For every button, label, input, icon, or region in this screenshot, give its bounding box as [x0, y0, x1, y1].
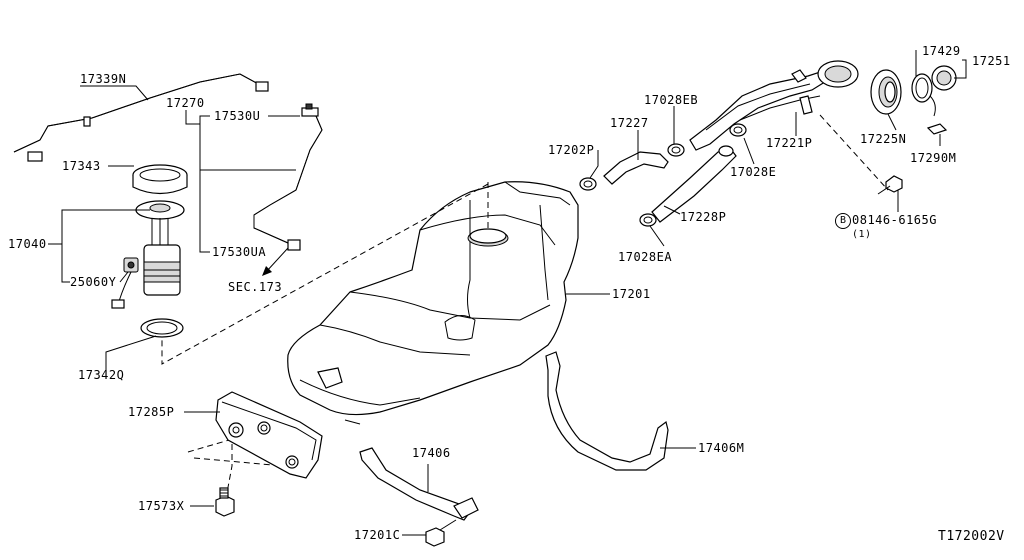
bolt-17201C [425, 519, 457, 547]
label-bolt-circle: B [835, 213, 851, 229]
hose-17228P [651, 145, 737, 223]
label-08146-6165G: 08146-6165G [852, 213, 937, 227]
label-17201: 17201 [612, 287, 651, 301]
clamp-17202P [579, 177, 597, 191]
filler-tube-17221P [689, 60, 859, 151]
strap-17406 [359, 447, 479, 521]
bolt-08146-6165G [877, 175, 903, 195]
clamp-17028EA [639, 213, 657, 227]
bolt-17573X [215, 487, 235, 517]
label-17028EA: 17028EA [618, 250, 673, 264]
diagram-id: T172002V [938, 529, 1005, 544]
clip-17290M [926, 123, 948, 135]
label-17225N: 17225N [860, 132, 907, 146]
leader-lines [48, 50, 967, 536]
tube-17339N [13, 73, 269, 162]
gasket-17342Q [140, 318, 184, 338]
label-17221P: 17221P [766, 136, 813, 150]
label-17228P: 17228P [680, 210, 727, 224]
label-17530UA: 17530UA [212, 245, 267, 259]
label-17028E: 17028E [730, 165, 777, 179]
label-17573X: 17573X [138, 499, 185, 513]
retaining-ring-17343 [132, 164, 188, 195]
label-17339N: 17339N [80, 72, 127, 86]
label-17201C: 17201C [354, 528, 401, 542]
label-17285P: 17285P [128, 405, 175, 419]
label-17429: 17429 [922, 44, 961, 58]
label-17342Q: 17342Q [78, 368, 125, 382]
label-17406: 17406 [412, 446, 451, 460]
seal-ring-17429 [911, 73, 936, 117]
line-17530U [253, 103, 323, 276]
label-bolt-qty: (1) [852, 229, 872, 240]
fuel-cap-17251 [931, 65, 957, 91]
fuel-pump-module-17040 [111, 200, 185, 309]
grommet-17225N [870, 69, 902, 115]
label-sec173: SEC.173 [228, 280, 283, 294]
clamp-17028EB [667, 143, 685, 157]
label-17227: 17227 [610, 116, 649, 130]
label-17251: 17251 [972, 54, 1011, 68]
clamp-17028E [729, 123, 747, 137]
label-17202P: 17202P [548, 143, 595, 157]
sensor-25060Y [123, 257, 139, 273]
label-25060Y: 25060Y [70, 275, 117, 289]
label-17343: 17343 [62, 159, 101, 173]
hose-17227 [603, 151, 669, 185]
fuel-tank-17201 [287, 181, 579, 425]
label-17290M: 17290M [910, 151, 957, 165]
label-17530U: 17530U [214, 109, 261, 123]
strap-17406M [545, 351, 669, 471]
protector-plate-17285P [215, 391, 323, 479]
label-17406M: 17406M [698, 441, 745, 455]
label-17270: 17270 [166, 96, 205, 110]
label-17028EB: 17028EB [644, 93, 699, 107]
label-17040: 17040 [8, 237, 47, 251]
